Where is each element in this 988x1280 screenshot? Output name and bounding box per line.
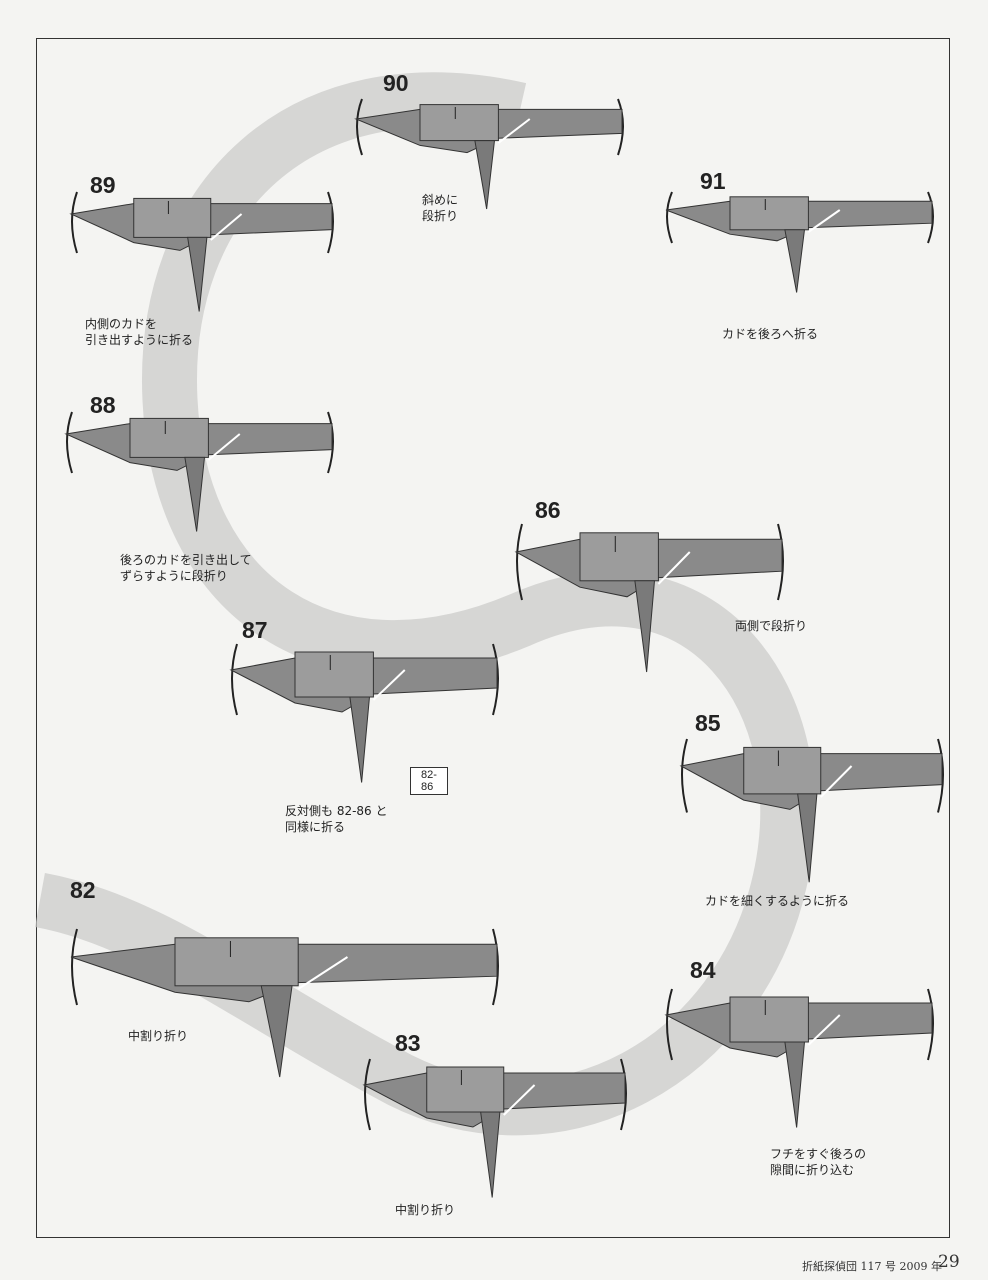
origami-diagram (64, 411, 334, 532)
step-number: 86 (535, 497, 561, 523)
caption-line: ずらすように段折り (120, 569, 228, 583)
origami-diagram (514, 523, 784, 673)
step-number: 88 (90, 392, 116, 418)
page-number: 29 (938, 1252, 960, 1272)
caption-line: 隙間に折り込む (770, 1163, 855, 1177)
publication-footer: 折紙探偵団 117 号 2009 年 (802, 1260, 942, 1273)
step-caption: 反対側も 82-86 と同様に折る (285, 803, 388, 835)
page-frame (36, 38, 950, 1238)
step-number: 91 (700, 168, 726, 194)
step-caption: カドを後ろへ折る (722, 326, 818, 342)
origami-diagram (362, 1058, 627, 1198)
origami-diagram (664, 988, 934, 1128)
reference-box: 82-86 (410, 767, 448, 795)
origami-diagram (679, 738, 944, 883)
step-caption: 両側で段折り (735, 618, 807, 634)
caption-line: カドを後ろへ折る (722, 327, 819, 341)
step-number: 90 (383, 70, 409, 96)
origami-diagram (229, 643, 499, 783)
origami-diagram (665, 191, 934, 293)
caption-line: 同様に折る (285, 820, 346, 834)
caption-line: フチをすぐ後ろの (770, 1147, 867, 1161)
step-caption: フチをすぐ後ろの隙間に折り込む (770, 1146, 866, 1178)
caption-line: 内側のカドを (85, 317, 158, 331)
step-caption: 斜めに段折り (422, 192, 458, 224)
step-caption: カドを細くするように折る (705, 893, 849, 909)
caption-line: 引き出すように折る (85, 333, 194, 347)
caption-line: 斜めに (422, 193, 459, 207)
step-caption: 中割り折り (128, 1028, 188, 1044)
step-number: 82 (70, 877, 96, 903)
caption-line: 中割り折り (128, 1029, 189, 1043)
origami-diagram (69, 191, 334, 312)
step-number: 89 (90, 172, 116, 198)
caption-line: 段折り (422, 209, 459, 223)
step-caption: 後ろのカドを引き出してずらすように段折り (120, 552, 252, 584)
step-number: 87 (242, 617, 268, 643)
caption-line: カドを細くするように折る (705, 894, 850, 908)
step-number: 84 (690, 957, 716, 983)
origami-diagram (354, 98, 624, 210)
step-number: 85 (695, 710, 721, 736)
caption-line: 両側で段折り (735, 619, 808, 633)
caption-line: 反対側も 82-86 と (285, 804, 388, 818)
step-caption: 中割り折り (395, 1202, 455, 1218)
step-caption: 内側のカドを引き出すように折る (85, 316, 193, 348)
caption-line: 後ろのカドを引き出して (120, 553, 252, 567)
step-number: 83 (395, 1030, 421, 1056)
caption-line: 中割り折り (395, 1203, 456, 1217)
origami-diagram (70, 928, 499, 1078)
